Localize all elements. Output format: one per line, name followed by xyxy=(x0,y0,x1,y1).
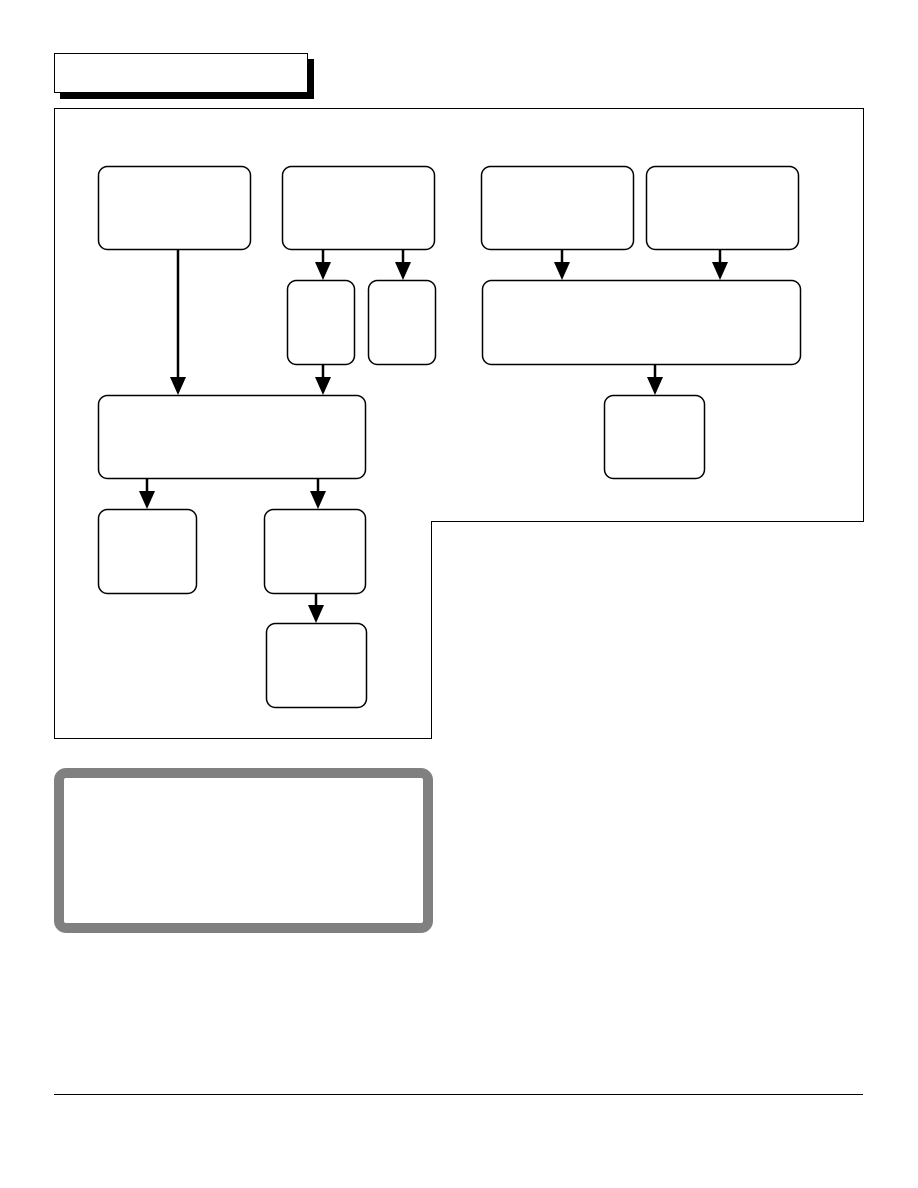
diagram-node xyxy=(367,279,437,366)
diagram-nodes xyxy=(97,165,802,709)
diagram-edges xyxy=(139,249,728,623)
diagram-node-box xyxy=(645,165,800,251)
diagram-node xyxy=(645,165,800,251)
arrowhead-icon xyxy=(554,262,570,280)
diagram-node xyxy=(265,622,368,709)
arrowhead-icon xyxy=(315,262,331,280)
diagram-node-box xyxy=(286,279,356,366)
arrowhead-icon xyxy=(310,491,326,509)
diagram-node-box xyxy=(603,394,706,480)
footer-rule xyxy=(54,1094,863,1095)
page-title-box xyxy=(54,53,308,93)
diagram-node xyxy=(603,394,706,480)
diagram-node-box xyxy=(97,508,198,595)
diagram-node-box xyxy=(265,622,368,709)
arrowhead-icon xyxy=(308,605,324,623)
diagram-frame xyxy=(54,108,864,739)
diagram-node xyxy=(97,508,198,595)
diagram-node-box xyxy=(367,279,437,366)
arrowhead-icon xyxy=(170,377,186,395)
diagram-node-box xyxy=(97,165,252,251)
diagram-node xyxy=(480,165,635,251)
diagram-node xyxy=(286,279,356,366)
diagram-node-box xyxy=(263,508,367,595)
arrowhead-icon xyxy=(395,262,411,280)
arrowhead-icon xyxy=(139,491,155,509)
diagram-node-box xyxy=(97,394,367,480)
diagram-node-box xyxy=(481,279,802,366)
diagram-node-box xyxy=(480,165,635,251)
arrowhead-icon xyxy=(647,377,663,395)
diagram-node xyxy=(481,279,802,366)
diagram-node xyxy=(281,165,436,251)
diagram-node xyxy=(263,508,367,595)
diagram-node xyxy=(97,394,367,480)
note-box xyxy=(54,768,433,933)
diagram-node-box xyxy=(281,165,436,251)
diagram-node xyxy=(97,165,252,251)
arrowhead-icon xyxy=(712,262,728,280)
arrowhead-icon xyxy=(315,377,331,395)
